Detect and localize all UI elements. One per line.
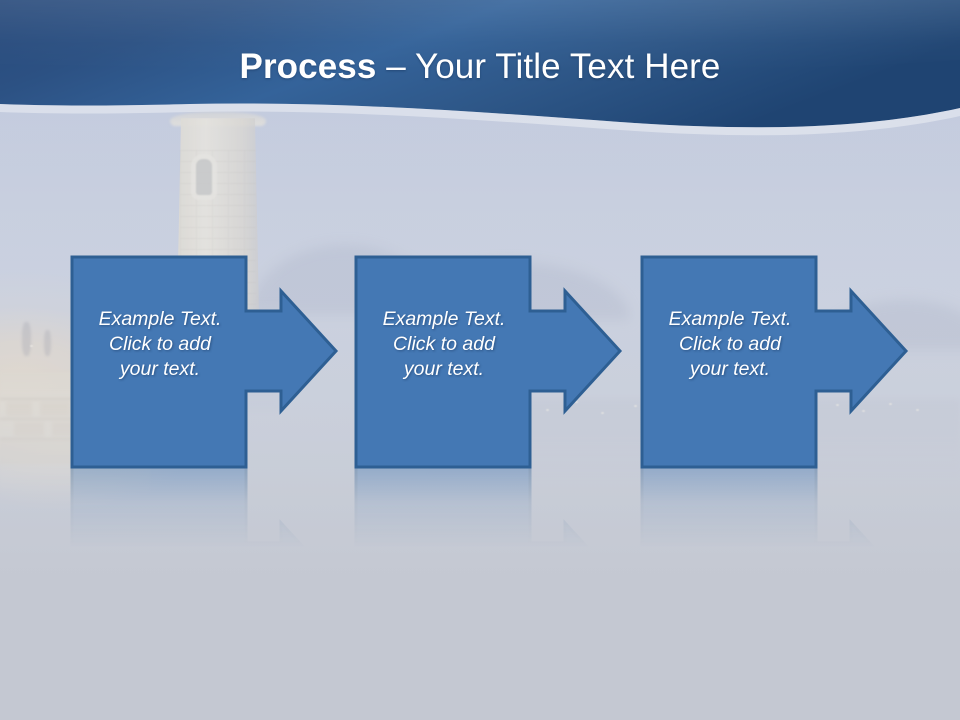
process-step-label-3[interactable]: Example Text. Click to add your text. — [668, 308, 792, 380]
page-title: Process – Your Title Text Here — [0, 47, 960, 87]
process-step-label-1[interactable]: Example Text. Click to add your text. — [98, 308, 222, 380]
page-title-bold: Process — [239, 47, 377, 86]
page-title-separator: – — [376, 47, 415, 86]
process-step-label-2[interactable]: Example Text. Click to add your text. — [382, 308, 506, 380]
page-title-rest: Your Title Text Here — [415, 47, 721, 86]
title-banner: Process – Your Title Text Here — [0, 0, 960, 150]
